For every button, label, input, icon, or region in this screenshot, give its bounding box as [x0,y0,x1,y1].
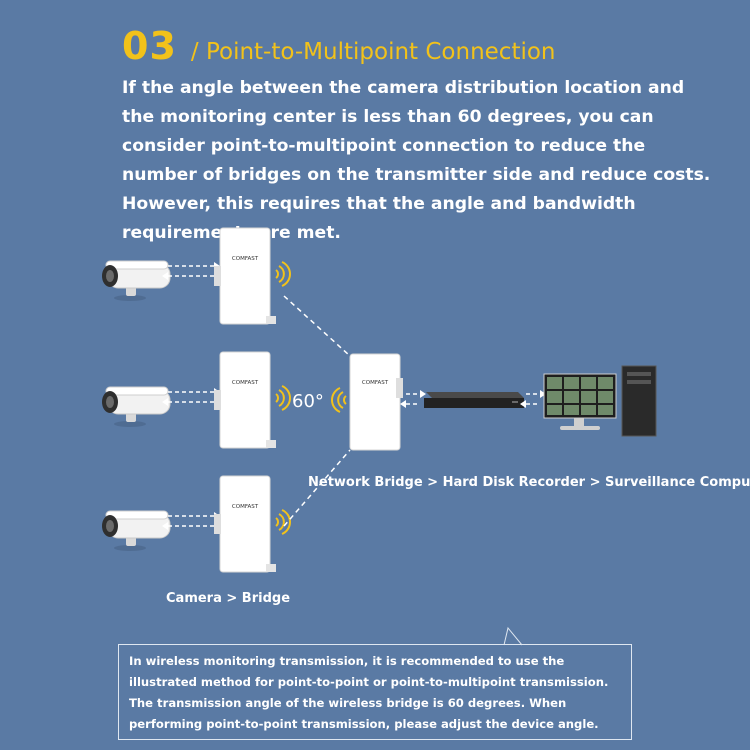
wifi-signal-icon [275,509,291,535]
wifi-signal-icon [275,385,291,411]
callout-pointer [503,626,523,646]
bridge-device: COMFAST [213,227,277,325]
surveillance-computer [543,365,657,437]
camera-icon [101,386,171,428]
section-number: 03 [122,24,177,68]
brand-label: COMFAST [232,504,259,510]
section-header: 03 / Point-to-Multipoint Connection [122,24,556,68]
wifi-signal-icon [275,261,291,287]
bridge-device: COMFAST [213,351,277,449]
brand-label: COMFAST [232,380,259,386]
note-text: In wireless monitoring transmission, it … [129,654,609,731]
transmitter-caption: Camera > Bridge [166,591,290,606]
brand-label: COMFAST [362,380,389,386]
bridge-recorder-link [406,393,420,405]
camera-icon [101,260,171,302]
intro-paragraph: If the angle between the camera distribu… [122,78,711,243]
camera-icon [101,510,171,552]
wireless-links [283,295,351,527]
recorder-computer-link [526,393,540,405]
bridge-device: COMFAST [213,475,277,573]
wifi-signal-icon [331,387,347,413]
hard-disk-recorder [424,392,524,408]
camera-bridge-links [168,265,214,527]
receiver-bridge-device: COMFAST [349,353,403,451]
brand-label: COMFAST [232,256,259,262]
receiver-caption: Network Bridge > Hard Disk Recorder > Su… [308,475,750,490]
section-title: / Point-to-Multipoint Connection [190,39,556,65]
note-box: In wireless monitoring transmission, it … [118,644,632,740]
angle-label: 60° [292,391,324,412]
